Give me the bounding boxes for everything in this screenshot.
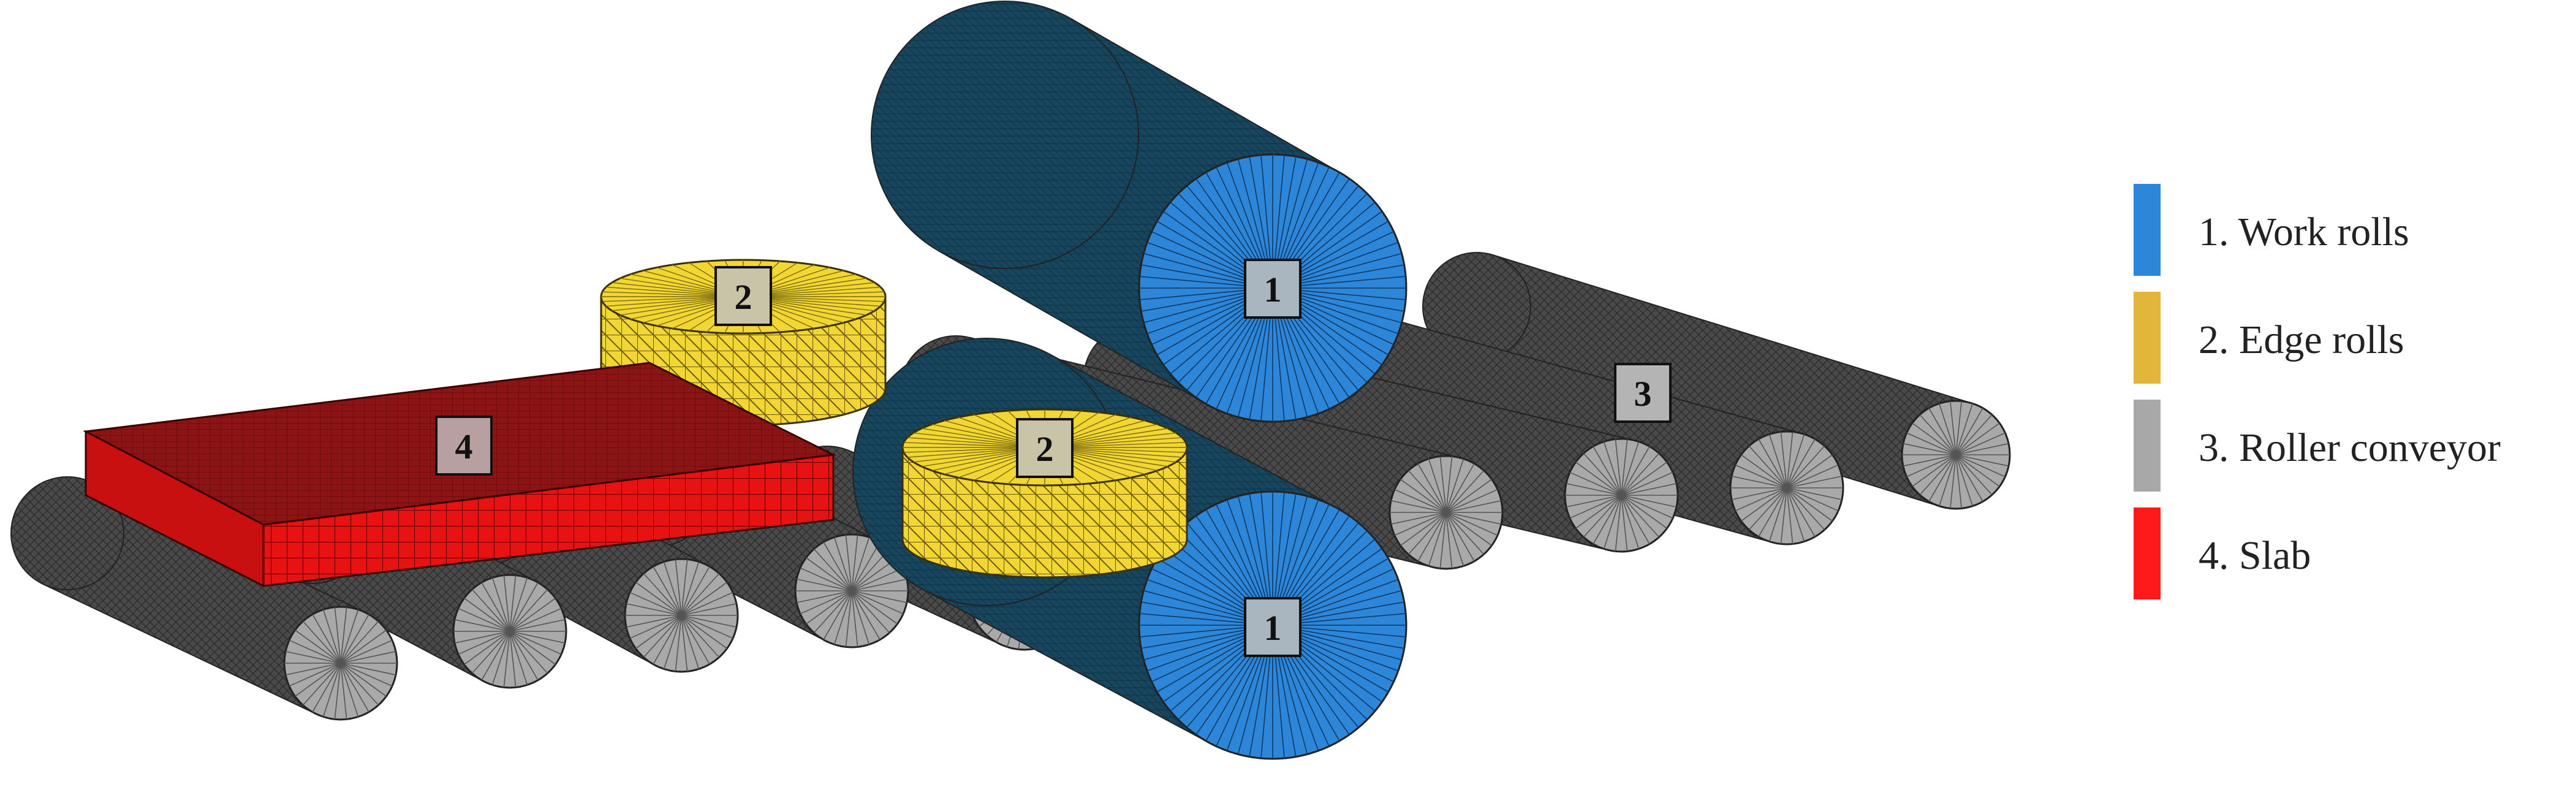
conveyor-roll-back-2-face-spokes xyxy=(1730,432,1843,544)
label-work-roll-bottom: 1 xyxy=(1244,597,1301,657)
label-slab-text: 4 xyxy=(455,427,473,466)
conveyor-roll-front-5-back-cap xyxy=(10,476,124,590)
conveyor-roll-front-5 xyxy=(10,476,398,721)
legend-label-work-rolls: 1. Work rolls xyxy=(2199,210,2409,254)
slab-left-face xyxy=(85,430,265,588)
work-roll-top-cylinder-back-cap xyxy=(871,1,1139,269)
label-edge-roll-left: 2 xyxy=(714,266,772,326)
legend-swatch-work-rolls xyxy=(2134,184,2161,276)
label-conveyor: 3 xyxy=(1614,363,1672,423)
legend-label-roller-conveyor: 3. Roller conveyor xyxy=(2199,425,2501,470)
legend-label-slab: 4. Slab xyxy=(2199,533,2311,578)
conveyor-roll-back-3-face-spokes xyxy=(1565,439,1678,552)
conveyor-roll-back-4-face-spokes xyxy=(1390,456,1502,569)
label-edge-roll-left-text: 2 xyxy=(735,277,752,317)
label-edge-roll-right-text: 2 xyxy=(1036,429,1054,469)
conveyor-roll-front-5-face-spokes xyxy=(284,607,397,720)
legend-swatch-edge-rolls xyxy=(2134,292,2161,384)
legend-item-slab: 4. Slab xyxy=(2134,508,2311,599)
legend-swatch-roller-conveyor xyxy=(2134,400,2161,492)
conveyor-roll-front-2-face-spokes xyxy=(795,534,908,647)
label-work-roll-top-text: 1 xyxy=(1264,270,1282,310)
conveyor-roll-front-3-face-spokes xyxy=(625,559,738,672)
label-work-roll-bottom-text: 1 xyxy=(1264,608,1282,648)
legend-item-roller-conveyor: 3. Roller conveyor xyxy=(2134,400,2501,492)
label-edge-roll-right: 2 xyxy=(1016,418,1074,478)
conveyor-roll-front-4-face-spokes xyxy=(453,575,566,688)
label-slab: 4 xyxy=(435,416,493,476)
legend-swatch-slab xyxy=(2134,508,2161,599)
conveyor-roll-back-1 xyxy=(1422,252,2011,510)
label-conveyor-text: 3 xyxy=(1634,374,1652,414)
label-work-roll-top: 1 xyxy=(1244,259,1301,319)
conveyor-roll-back-1-face-spokes xyxy=(1902,401,2010,509)
legend: 1. Work rolls 2. Edge rolls 3. Roller co… xyxy=(2134,184,2501,599)
legend-item-edge-rolls: 2. Edge rolls xyxy=(2134,292,2404,384)
legend-label-edge-rolls: 2. Edge rolls xyxy=(2199,317,2404,362)
legend-item-work-rolls: 1. Work rolls xyxy=(2134,184,2409,276)
